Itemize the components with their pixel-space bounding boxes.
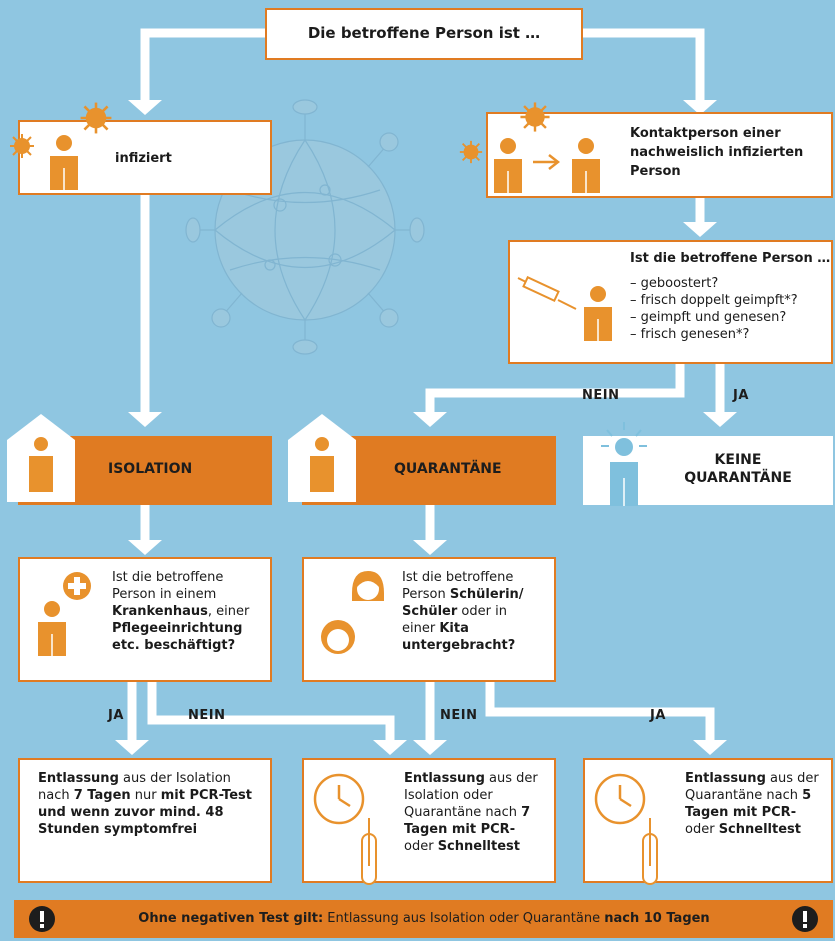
text-run: oder	[685, 822, 719, 837]
exclamation-icon	[792, 906, 818, 932]
virus-icon	[10, 134, 34, 158]
medical-cross-icon	[63, 572, 91, 600]
virus-icon	[80, 102, 112, 134]
text-run-bold: Entlassung	[685, 771, 766, 786]
person-icon	[494, 138, 522, 193]
branch-label-ja: JA	[650, 708, 666, 723]
list-item: – geboostert?	[630, 276, 719, 291]
text-run-bold: mit PCR-Test und wenn zuvor mind. 48 Stu…	[38, 788, 252, 837]
infected-label: infiziert	[115, 151, 172, 166]
text-run-bold: 7 Tagen mit PCR-	[404, 805, 531, 837]
arrow-right-icon	[533, 154, 560, 170]
text-run-bold: Kita	[439, 621, 469, 636]
isolation-label: ISOLATION	[108, 461, 193, 477]
text-run: oder in einer	[402, 604, 507, 636]
clock-icon	[594, 773, 646, 825]
contact-box: Kontaktperson einer nachweislich infizie…	[459, 102, 833, 198]
result-general-box: Entlassung aus der Isolation oder Quaran…	[302, 758, 556, 885]
vaccination-question-list: – geboostert? – frisch doppelt geimpft*?…	[630, 275, 798, 343]
text-run-bold: 5 Tagen mit PCR-	[685, 788, 812, 820]
text-run: aus der Quarantäne nach	[685, 771, 819, 803]
result-healthcare-text: Entlassung aus der Isolation nach 7 Tage…	[38, 770, 263, 838]
school-question-text: Ist die betroffene Person Schülerin/ Sch…	[402, 569, 542, 654]
start-title: Die betroffene Person ist …	[307, 24, 541, 42]
person-icon	[584, 286, 612, 341]
person-icon	[38, 601, 66, 656]
test-tube-icon	[361, 818, 377, 885]
person-icon	[572, 138, 600, 193]
result-general-text: Entlassung aus der Isolation oder Quaran…	[404, 770, 544, 855]
branch-label-nein: NEIN	[440, 708, 478, 723]
girl-face-icon	[352, 571, 384, 601]
virus-icon	[520, 102, 550, 132]
text-run-bold: 7 Tagen	[73, 788, 131, 803]
no-quarantine-label-line1: KEINE	[714, 452, 762, 468]
text-run-bold: Schülerin/ Schüler	[402, 587, 524, 619]
syringe-icon	[517, 276, 577, 310]
branch-label-nein: NEIN	[582, 388, 620, 403]
branch-label-nein: NEIN	[188, 708, 226, 723]
house-person-icon	[288, 414, 356, 502]
vaccination-question-box: Ist die betroffene Person … – geboostert…	[508, 240, 833, 364]
text-run: , einer	[207, 604, 250, 619]
text-run: aus der Isolation nach	[38, 771, 231, 803]
text-run-bold: nach 10 Tagen	[604, 911, 710, 926]
text-run-bold: Schnelltest	[437, 839, 520, 854]
footer-text: Ohne negativen Test gilt: Entlassung aus…	[74, 910, 774, 927]
footer-banner: Ohne negativen Test gilt: Entlassung aus…	[14, 900, 833, 938]
no-quarantine-label-line2: QUARANTÄNE	[684, 470, 792, 486]
text-run-bold: Ohne negativen Test gilt:	[138, 911, 324, 926]
person-icon	[50, 135, 78, 190]
house-person-icon	[7, 414, 75, 502]
result-school-box: Entlassung aus der Quarantäne nach 5 Tag…	[583, 758, 833, 885]
text-run: oder	[404, 839, 438, 854]
branch-label-ja: JA	[108, 708, 124, 723]
text-run-bold: Entlassung	[38, 771, 119, 786]
text-run-bold: untergebracht?	[402, 638, 516, 653]
infected-box: infiziert	[10, 102, 272, 195]
exclamation-icon	[29, 906, 55, 932]
text-run-bold: Entlassung	[404, 771, 485, 786]
healthcare-question-box: Ist die betroffene Person in einem Krank…	[18, 557, 272, 682]
list-item: – frisch doppelt geimpft*?	[630, 293, 798, 308]
no-quarantine-box: KEINE QUARANTÄNE	[583, 422, 833, 506]
text-run: Ist die betroffene Person in einem	[112, 570, 224, 602]
vaccination-question-title: Ist die betroffene Person …	[630, 251, 831, 266]
text-run-bold: Schnelltest	[718, 822, 801, 837]
start-box: Die betroffene Person ist …	[265, 8, 583, 60]
quarantine-label: QUARANTÄNE	[394, 461, 502, 477]
boy-face-icon	[321, 620, 355, 654]
text-run-bold: Krankenhaus	[112, 604, 208, 619]
text-run: nur	[130, 788, 161, 803]
text-run: aus der Isolation oder Quarantäne nach	[404, 771, 538, 820]
school-question-box: Ist die betroffene Person Schülerin/ Sch…	[302, 557, 556, 682]
result-school-text: Entlassung aus der Quarantäne nach 5 Tag…	[685, 770, 823, 838]
text-run: Ist die betroffene Person	[402, 570, 514, 602]
text-run-bold: Pflegeeinrichtung etc. beschäftigt?	[112, 621, 243, 653]
list-item: – frisch genesen*?	[630, 327, 750, 342]
text-run: Entlassung aus Isolation oder Quarantäne	[323, 911, 605, 926]
contact-label: Kontaktperson einer nachweislich infizie…	[630, 126, 804, 179]
healthcare-question-text: Ist die betroffene Person in einem Krank…	[112, 569, 264, 654]
clock-icon	[313, 773, 365, 825]
virus-icon	[459, 140, 483, 164]
test-tube-icon	[642, 818, 658, 885]
branch-label-ja: JA	[733, 388, 749, 403]
list-item: – geimpft und genesen?	[630, 310, 787, 325]
person-radiating-icon	[601, 422, 647, 506]
result-healthcare-box: Entlassung aus der Isolation nach 7 Tage…	[18, 758, 272, 883]
